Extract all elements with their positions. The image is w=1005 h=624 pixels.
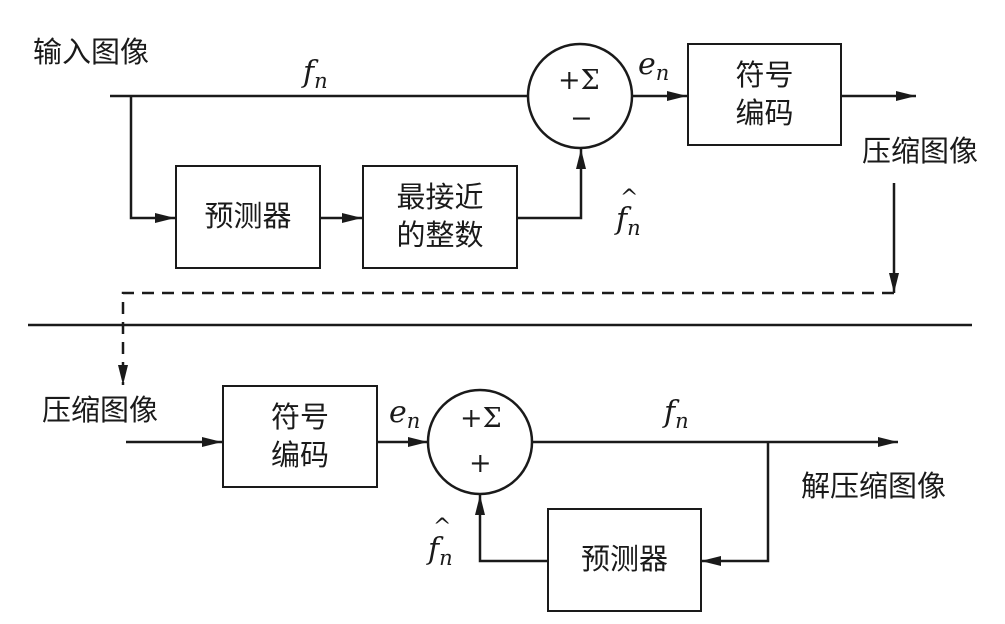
dec-input-label: 压缩图像 <box>42 393 159 427</box>
enc-prediction-symbol: f <box>616 202 628 237</box>
dec-error-subscript: n <box>406 409 421 433</box>
enc-prediction-hat: ^ <box>620 186 639 211</box>
enc-summer-minus: − <box>570 103 593 134</box>
enc-symbol-encoder-label: 符号 编码 <box>735 57 794 130</box>
enc-input-label: 输入图像 <box>33 35 150 69</box>
dec-signal-subscript: n <box>675 409 689 433</box>
dec-symbol-decoder-label: 符号 编码 <box>270 399 329 472</box>
dec-predictor-box: 预测器 <box>547 508 702 612</box>
dec-error-label: en <box>389 398 420 432</box>
dec-error-symbol: e <box>389 395 407 430</box>
enc-rounding-to-summer <box>517 149 586 220</box>
dec-signal-symbol: f <box>664 395 676 430</box>
dec-feedback-to-predictor <box>701 442 770 566</box>
dec-summer-plus: + <box>469 448 492 479</box>
dec-summer-plus-sigma: +Σ <box>460 403 502 434</box>
dec-predictor-to-summer <box>475 495 547 563</box>
dec-predictor-label: 预测器 <box>580 542 668 577</box>
enc-error-symbol: e <box>638 47 656 82</box>
dec-prediction-symbol: f <box>428 532 440 567</box>
enc-signal-subscript: n <box>314 69 328 93</box>
dec-output-label: 解压缩图像 <box>801 469 947 503</box>
enc-output-label: 压缩图像 <box>862 134 979 168</box>
enc-branch-to-predictor <box>129 96 175 223</box>
enc-rounding-label: 最接近 的整数 <box>396 180 484 252</box>
enc-error-subscript: n <box>655 61 670 85</box>
dec-symbol-decoder-box: 符号 编码 <box>222 385 378 488</box>
enc-prediction-label: fn <box>616 205 641 239</box>
dec-prediction-hat: ^ <box>433 515 452 540</box>
enc-summer-plus-sigma: +Σ <box>558 65 600 96</box>
enc-symbol-encoder-box: 符号 编码 <box>687 43 842 146</box>
dec-signal-label: fn <box>664 398 689 432</box>
enc-signal-symbol: f <box>303 55 315 90</box>
enc-predictor-label: 预测器 <box>204 199 292 234</box>
dec-prediction-subscript: n <box>439 546 453 570</box>
dec-prediction-label: fn <box>428 535 453 569</box>
enc-error-label: en <box>638 50 669 84</box>
transfer-dashed-line <box>118 291 894 385</box>
enc-signal-label: fn <box>303 58 328 92</box>
enc-prediction-subscript: n <box>627 216 641 240</box>
enc-predictor-box: 预测器 <box>175 165 321 269</box>
enc-rounding-box: 最接近 的整数 <box>362 165 518 269</box>
